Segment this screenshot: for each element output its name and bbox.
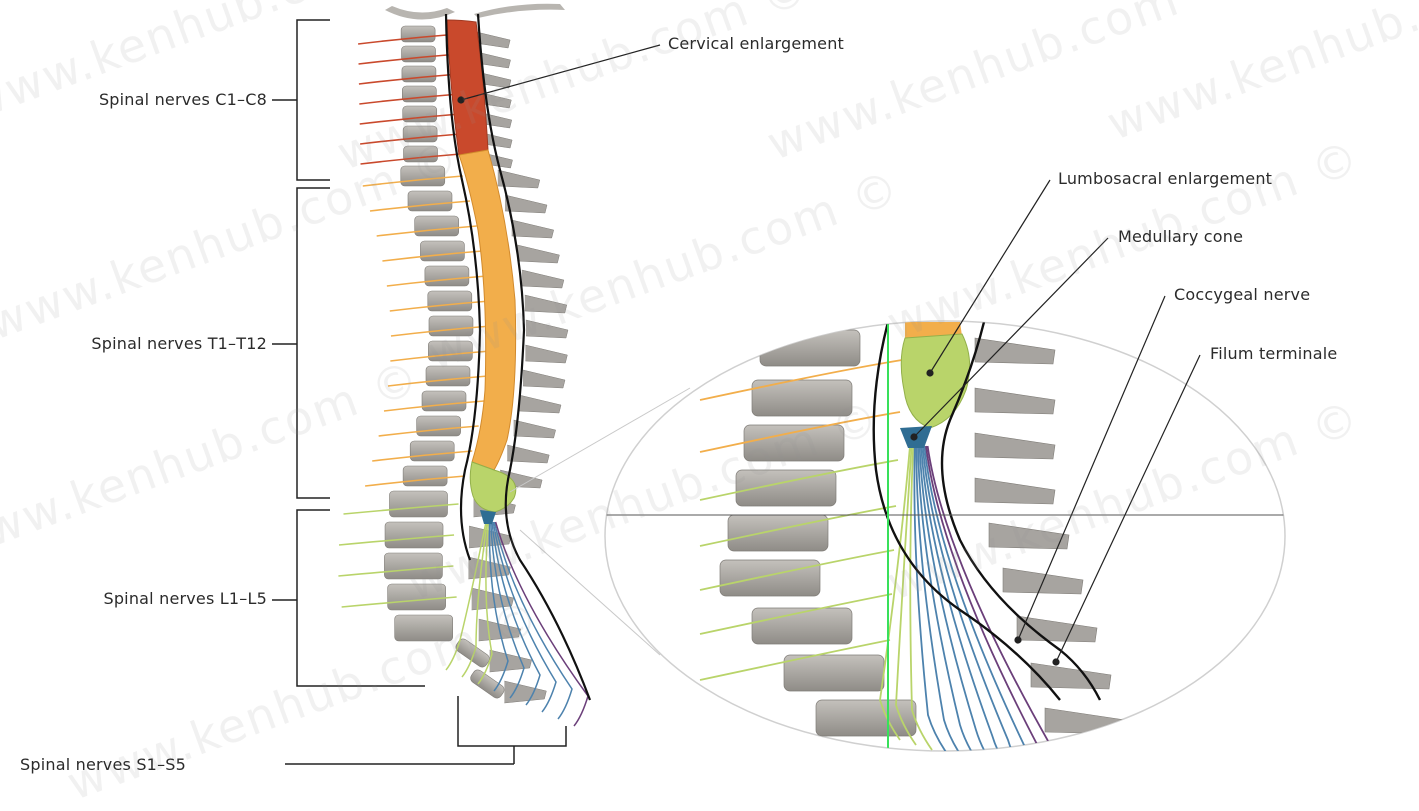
bracket-sacral <box>458 696 566 746</box>
vertebra <box>402 46 436 62</box>
magnified-view <box>510 321 1285 779</box>
vertebra <box>428 291 472 311</box>
spinous-process <box>522 270 564 288</box>
label-medullary-cone: Medullary cone <box>1118 227 1243 246</box>
label-filum-terminale: Filum terminale <box>1210 344 1337 363</box>
label-spinal-nerves-t: Spinal nerves T1–T12 <box>91 334 267 353</box>
vertebra <box>389 491 447 517</box>
spinous-process <box>504 681 546 703</box>
magnified-vertebra <box>760 330 860 366</box>
leader-cervical <box>461 45 660 100</box>
magnified-vertebra <box>728 515 828 551</box>
vertebra <box>415 216 459 236</box>
vertebra <box>401 166 445 186</box>
spinous-process <box>505 195 547 213</box>
vertebra <box>428 341 472 361</box>
bracket-thoracic <box>297 188 330 498</box>
spinous-process <box>519 395 561 413</box>
vertebra <box>384 553 442 579</box>
label-spinal-nerves-c: Spinal nerves C1–C8 <box>99 90 267 109</box>
vertebra <box>385 522 443 548</box>
spinous-process <box>517 245 559 263</box>
vertebra <box>425 266 469 286</box>
vertebra <box>401 26 435 42</box>
label-cervical-enlargement: Cervical enlargement <box>668 34 844 53</box>
left-spine <box>338 4 590 726</box>
spinous-process <box>525 345 567 363</box>
vertebra <box>420 241 464 261</box>
label-coccygeal-nerve: Coccygeal nerve <box>1174 285 1310 304</box>
skull-base-right <box>474 4 565 18</box>
vertebra <box>403 106 437 122</box>
magnified-vertebra <box>784 655 884 691</box>
vertebra <box>404 146 438 162</box>
vertebra <box>403 126 437 142</box>
vertebra <box>429 316 473 336</box>
magnified-vertebra <box>720 560 820 596</box>
spinous-process <box>526 320 568 338</box>
magnified-vertebra <box>744 425 844 461</box>
vertebra <box>417 416 461 436</box>
vertebra <box>426 366 470 386</box>
spinous-process <box>523 370 565 388</box>
vertebra <box>403 466 447 486</box>
vertebra <box>402 66 436 82</box>
skull-base <box>385 6 455 20</box>
bracket-cervical <box>297 20 330 180</box>
vertebra <box>408 191 452 211</box>
label-spinal-nerves-s: Spinal nerves S1–S5 <box>20 755 186 774</box>
vertebra <box>388 584 446 610</box>
spinous-process <box>490 650 532 672</box>
vertebra <box>395 615 453 641</box>
spinous-process <box>514 420 556 438</box>
spinal-cord-diagram <box>0 0 1419 779</box>
spinous-process <box>525 295 567 313</box>
medullary-cone-left <box>480 510 496 524</box>
sacral-vertebra <box>469 668 507 700</box>
label-spinal-nerves-l: Spinal nerves L1–L5 <box>103 589 267 608</box>
spinous-process <box>512 220 554 238</box>
vertebra <box>402 86 436 102</box>
vertebra <box>422 391 466 411</box>
vertebra <box>410 441 454 461</box>
magnified-vertebra <box>752 608 852 644</box>
label-lumbosacral-enlargement: Lumbosacral enlargement <box>1058 169 1272 188</box>
